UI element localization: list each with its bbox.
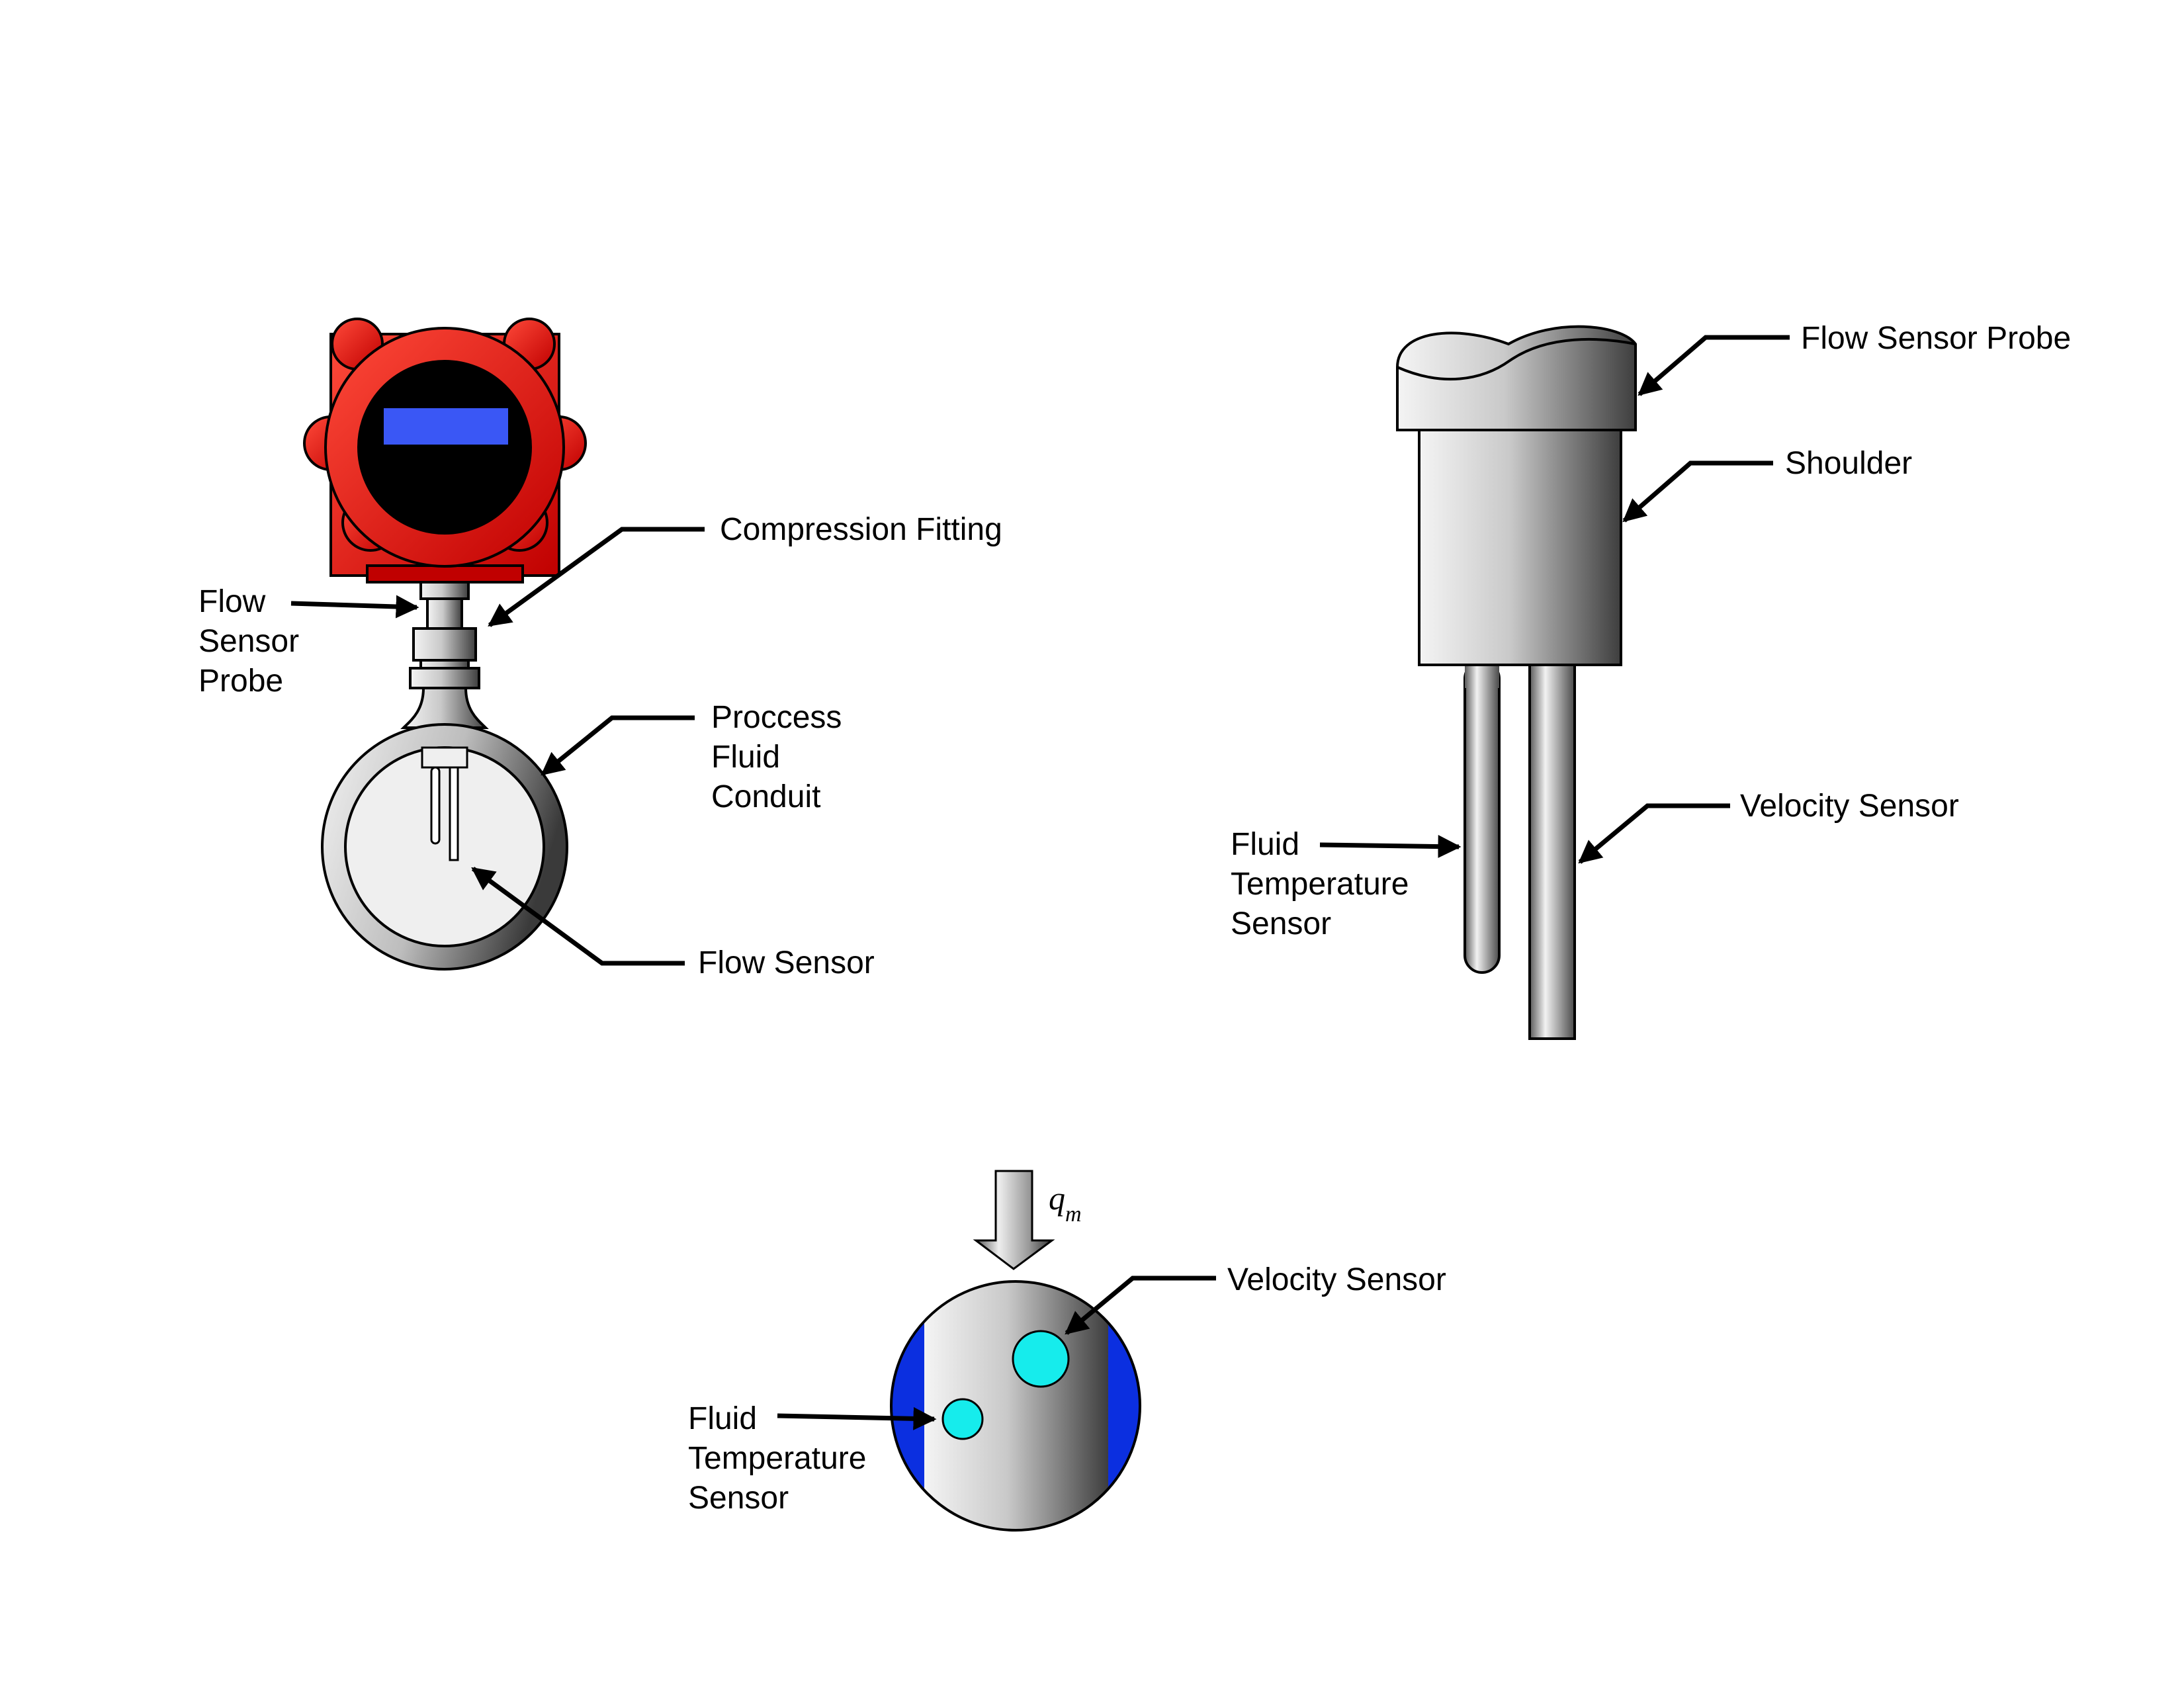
compression-fitting-leader	[488, 527, 705, 627]
cross-section-velocity-sensor-label: Velocity Sensor	[1227, 1262, 1446, 1297]
flow-sensor-leader	[471, 867, 685, 966]
flow-sensor-probe-label-line-2: Sensor	[198, 624, 299, 659]
cross-section-fluid-temperature-sensor-label-line-3: Sensor	[688, 1481, 789, 1516]
shoulder	[1418, 422, 1622, 666]
cross-section: qm Velocity Sensor Fluid Temperature Sen…	[688, 1170, 1446, 1532]
flow-sensor-probe-label-line-1: Flow	[198, 584, 266, 619]
compression-fitting-label: Compression Fitting	[720, 512, 1002, 547]
mass-flow-symbol: qm	[1049, 1180, 1082, 1227]
velocity-sensor-rod	[1528, 654, 1576, 1040]
mass-flow-arrow	[973, 1170, 1055, 1270]
probe-body	[1396, 325, 1637, 1040]
fluid-temperature-sensor-dot	[941, 1398, 984, 1440]
probe-fluid-temperature-sensor-label-line-3: Sensor	[1231, 906, 1331, 941]
lcd-display	[384, 408, 508, 445]
process-fluid-conduit	[321, 723, 568, 971]
probe-fluid-temperature-sensor-leader	[1319, 835, 1462, 859]
probe-head	[1396, 325, 1637, 431]
shoulder-label: Shoulder	[1785, 446, 1912, 481]
process-fluid-conduit-leader	[541, 715, 695, 776]
flow-sensor-probe-leader	[290, 595, 419, 619]
flow-sensor-probe-label-line-3: Probe	[198, 664, 283, 699]
process-fluid-conduit-label-line-3: Conduit	[711, 779, 820, 814]
fluid-temperature-sensor-rod	[1463, 660, 1501, 974]
cross-section-fluid-temperature-sensor-leader	[777, 1406, 937, 1430]
probe-flow-sensor-probe-label: Flow Sensor Probe	[1801, 321, 2071, 356]
cross-section-fluid-temperature-sensor-label-line-2: Temperature	[688, 1441, 866, 1476]
process-fluid-conduit-label-line-2: Fluid	[711, 740, 780, 775]
transmitter-housing	[303, 318, 587, 584]
compression-fitting	[400, 581, 489, 729]
flow-meter: Compression Fitting Flow Sensor Probe Pr…	[198, 318, 1002, 980]
probe-velocity-sensor-leader	[1578, 803, 1730, 864]
shoulder-leader	[1622, 460, 1773, 523]
probe-detail: Flow Sensor Probe Shoulder Velocity Sens…	[1231, 321, 2071, 1040]
flow-sensor-label: Flow Sensor	[698, 945, 875, 980]
probe-fluid-temperature-sensor-label-line-2: Temperature	[1231, 867, 1409, 902]
sensor-cross-section-circle	[891, 1281, 1140, 1530]
probe-velocity-sensor-label: Velocity Sensor	[1740, 789, 1959, 824]
probe-fluid-temperature-sensor-label-line-1: Fluid	[1231, 827, 1299, 862]
process-fluid-conduit-label-line-1: Proccess	[711, 700, 842, 735]
cross-section-velocity-sensor-leader	[1065, 1276, 1216, 1335]
probe-flow-sensor-probe-leader	[1638, 335, 1790, 396]
display-bezel	[357, 360, 532, 535]
cross-section-fluid-temperature-sensor-label-line-1: Fluid	[688, 1401, 757, 1436]
flow-sensor-in-conduit	[421, 746, 468, 861]
velocity-sensor-dot	[1012, 1330, 1070, 1388]
